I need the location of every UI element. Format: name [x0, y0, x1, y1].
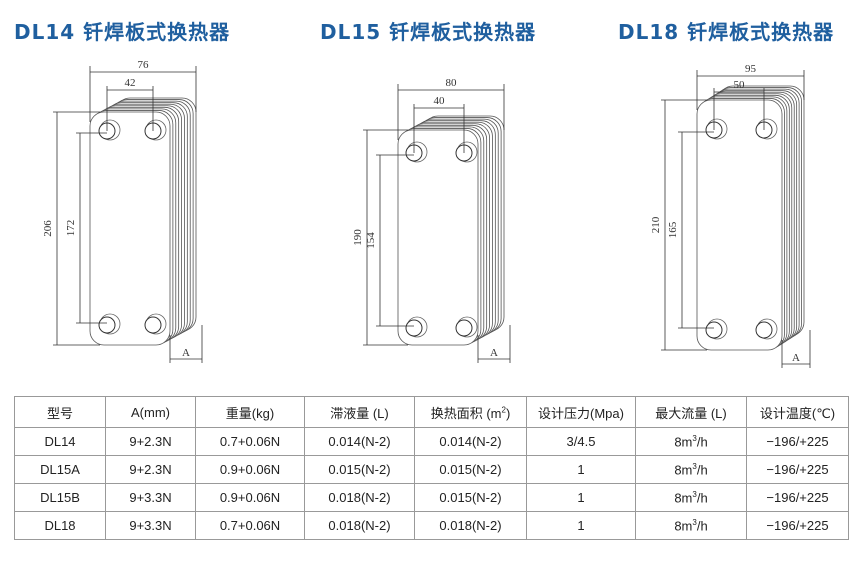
port-height-label: 165 [667, 221, 679, 238]
width-label: 76 [138, 59, 150, 71]
flow-unit: /h [696, 490, 708, 506]
table-header-row: 型号 A(mm) 重量(kg) 滞液量 (L) 换热面积 (m2) 设计压力(M… [14, 396, 849, 428]
flow-unit: /h [696, 518, 708, 534]
table-cell: 0.014(N-2) [414, 427, 527, 456]
table-cell: 0.7+0.06N [195, 427, 305, 456]
table-cell: 0.015(N-2) [304, 455, 415, 484]
table-cell: 1 [526, 511, 636, 540]
front-plate [397, 129, 479, 346]
superscript: 3 [692, 517, 697, 527]
table-cell: 9+3.3N [105, 483, 196, 512]
title-dl18: DL18 钎焊板式换热器 [618, 20, 835, 44]
flow-unit: /h [696, 434, 708, 450]
thickness-label: A [182, 347, 190, 359]
port-hole [755, 321, 773, 339]
table-cell: 8m3/h [635, 455, 747, 484]
height-label: 190 [352, 229, 364, 246]
col-header: 设计压力(Mpa) [526, 396, 636, 428]
col-header-text: 换热面积 (m [430, 405, 502, 421]
table-cell: 9+3.3N [105, 511, 196, 540]
title-dl15: DL15 钎焊板式换热器 [320, 20, 537, 44]
table-cell: 8m3/h [635, 427, 747, 456]
table-cell: 0.015(N-2) [414, 455, 527, 484]
superscript: 3 [692, 461, 697, 471]
table-cell: −196/+225 [746, 427, 849, 456]
table-cell: 8m3/h [635, 483, 747, 512]
flow-value: 8m [674, 462, 693, 478]
col-header: 设计温度(℃) [746, 396, 849, 428]
table-cell: −196/+225 [746, 455, 849, 484]
table-cell: 0.015(N-2) [414, 483, 527, 512]
table-cell: DL15B [14, 483, 106, 512]
col-header: 滞液量 (L) [304, 396, 415, 428]
table-cell: 0.018(N-2) [304, 511, 415, 540]
width-label: 95 [745, 63, 757, 75]
col-header: 重量(kg) [195, 396, 305, 428]
table-cell: 0.014(N-2) [304, 427, 415, 456]
port-width-label: 50 [734, 79, 746, 91]
flow-value: 8m [674, 518, 693, 534]
port-hole [405, 319, 423, 337]
table-cell: 0.9+0.06N [195, 455, 305, 484]
flow-unit: /h [696, 462, 708, 478]
table-cell: 1 [526, 483, 636, 512]
superscript: 2 [501, 405, 506, 415]
front-plate [696, 99, 783, 351]
col-header: 型号 [14, 396, 106, 428]
table-cell: 8m3/h [635, 511, 747, 540]
superscript: 3 [692, 433, 697, 443]
table-cell: −196/+225 [746, 483, 849, 512]
thickness-label: A [792, 352, 800, 364]
thickness-label: A [490, 347, 498, 359]
table-cell: 9+2.3N [105, 427, 196, 456]
flow-value: 8m [674, 434, 693, 450]
flow-value: 8m [674, 490, 693, 506]
table-cell: 1 [526, 455, 636, 484]
col-header: A(mm) [105, 396, 196, 428]
port-width-label: 42 [125, 77, 136, 89]
height-label: 210 [650, 216, 662, 233]
table-cell: DL15A [14, 455, 106, 484]
table-cell: DL14 [14, 427, 106, 456]
table-cell: 3/4.5 [526, 427, 636, 456]
table-cell: 0.9+0.06N [195, 483, 305, 512]
width-label: 80 [446, 77, 458, 89]
col-header-text: ) [505, 405, 511, 421]
table-cell: 0.018(N-2) [414, 511, 527, 540]
table-cell: 0.018(N-2) [304, 483, 415, 512]
port-width-label: 40 [434, 95, 446, 107]
port-hole [98, 316, 116, 334]
front-plate [89, 111, 171, 346]
height-label: 206 [42, 220, 54, 237]
port-hole [705, 321, 723, 339]
port-hole [455, 319, 473, 337]
port-height-label: 172 [65, 220, 77, 237]
superscript: 3 [692, 489, 697, 499]
col-header: 换热面积 (m2) [414, 396, 527, 428]
title-dl14: DL14 钎焊板式换热器 [14, 20, 231, 44]
table-cell: DL18 [14, 511, 106, 540]
table-cell: 9+2.3N [105, 455, 196, 484]
port-height-label: 154 [365, 232, 377, 249]
col-header: 最大流量 (L) [635, 396, 747, 428]
table-cell: 0.7+0.06N [195, 511, 305, 540]
spec-table: 型号 A(mm) 重量(kg) 滞液量 (L) 换热面积 (m2) 设计压力(M… [14, 396, 849, 540]
port-hole [144, 316, 162, 334]
table-cell: −196/+225 [746, 511, 849, 540]
